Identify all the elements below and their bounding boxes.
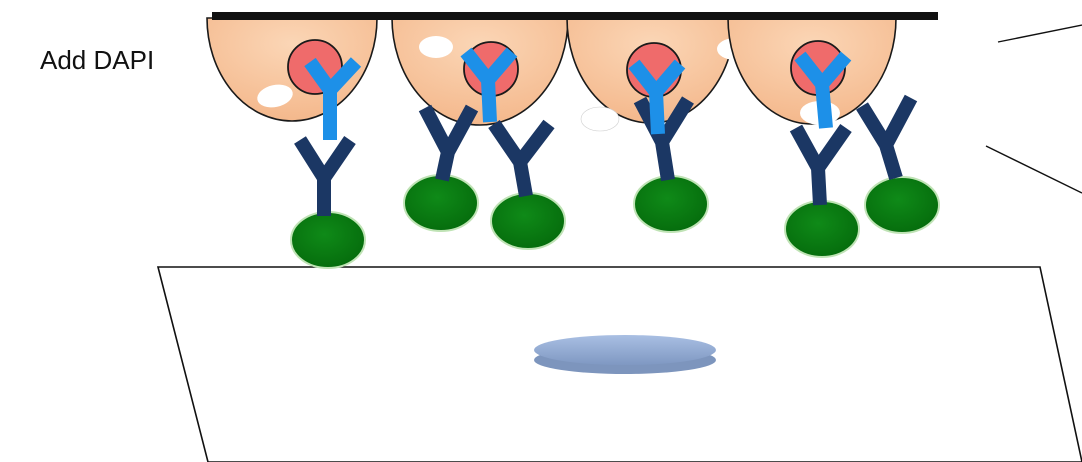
primary-antibody bbox=[628, 59, 686, 135]
fluorophore bbox=[403, 174, 479, 232]
secondary-antibody bbox=[856, 94, 918, 181]
slide-spot bbox=[534, 335, 716, 374]
pointer-line-lower bbox=[985, 145, 1082, 194]
secondary-antibody bbox=[488, 119, 555, 198]
fluorophore bbox=[490, 192, 566, 250]
membrane-bar bbox=[212, 12, 938, 20]
fluorophore bbox=[784, 200, 860, 258]
primary-antibody bbox=[794, 51, 852, 129]
secondary-antibody bbox=[789, 123, 852, 206]
pointer-line-upper bbox=[997, 24, 1082, 43]
step-label: Add DAPI bbox=[40, 45, 155, 75]
secondary-antibody bbox=[418, 104, 479, 182]
primary-antibody bbox=[304, 57, 362, 140]
white-blob bbox=[580, 106, 620, 132]
secondary-antibody bbox=[294, 136, 356, 216]
fluorophore bbox=[633, 175, 709, 233]
primary-antibody bbox=[460, 47, 518, 123]
fluorophore bbox=[290, 211, 366, 269]
fluorophore bbox=[864, 176, 940, 234]
